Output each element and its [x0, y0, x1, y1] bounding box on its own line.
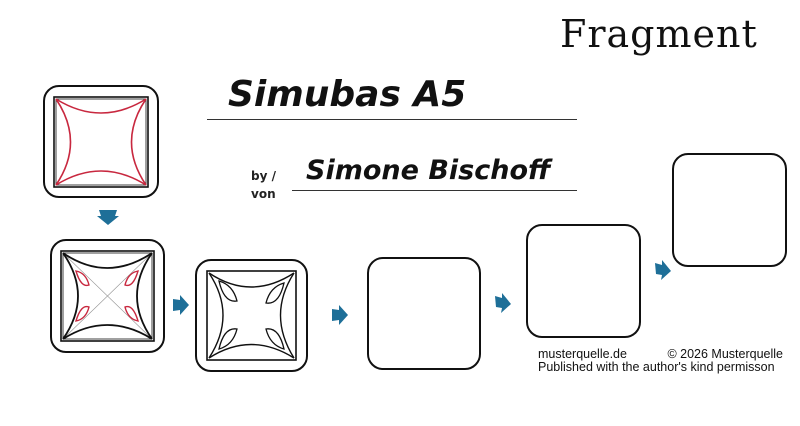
author-name: Simone Bischoff [306, 155, 551, 186]
title-underline [207, 119, 577, 120]
von-label: von [251, 187, 276, 201]
author-underline [292, 190, 577, 191]
by-label: by / [251, 169, 276, 183]
arrow-right-icon [173, 295, 189, 315]
step-2-tile [50, 239, 165, 353]
step-1-tile [43, 85, 159, 198]
step-4-tile [367, 257, 481, 370]
step-5-tile [526, 224, 641, 338]
arrow-down-icon [97, 210, 119, 225]
site-link[interactable]: musterquelle.de [538, 347, 627, 361]
arrow-right-icon [655, 260, 671, 280]
credit-block: musterquelle.de © 2026 Musterquelle Publ… [538, 348, 783, 374]
step-3-drawing [206, 270, 297, 361]
step-1-drawing [53, 96, 149, 188]
by-von-label: by / von [251, 167, 276, 203]
arrow-right-icon [495, 293, 511, 313]
step-3-tile [195, 259, 308, 372]
fragment-label: Fragment [560, 12, 758, 56]
step-2-drawing [60, 250, 155, 342]
permission-text: Published with the author's kind permiss… [538, 360, 775, 374]
copyright-text: © 2026 Musterquelle [667, 347, 783, 361]
step-6-tile [672, 153, 787, 267]
arrow-right-icon [332, 305, 348, 325]
pattern-title: Simubas A5 [228, 74, 467, 115]
